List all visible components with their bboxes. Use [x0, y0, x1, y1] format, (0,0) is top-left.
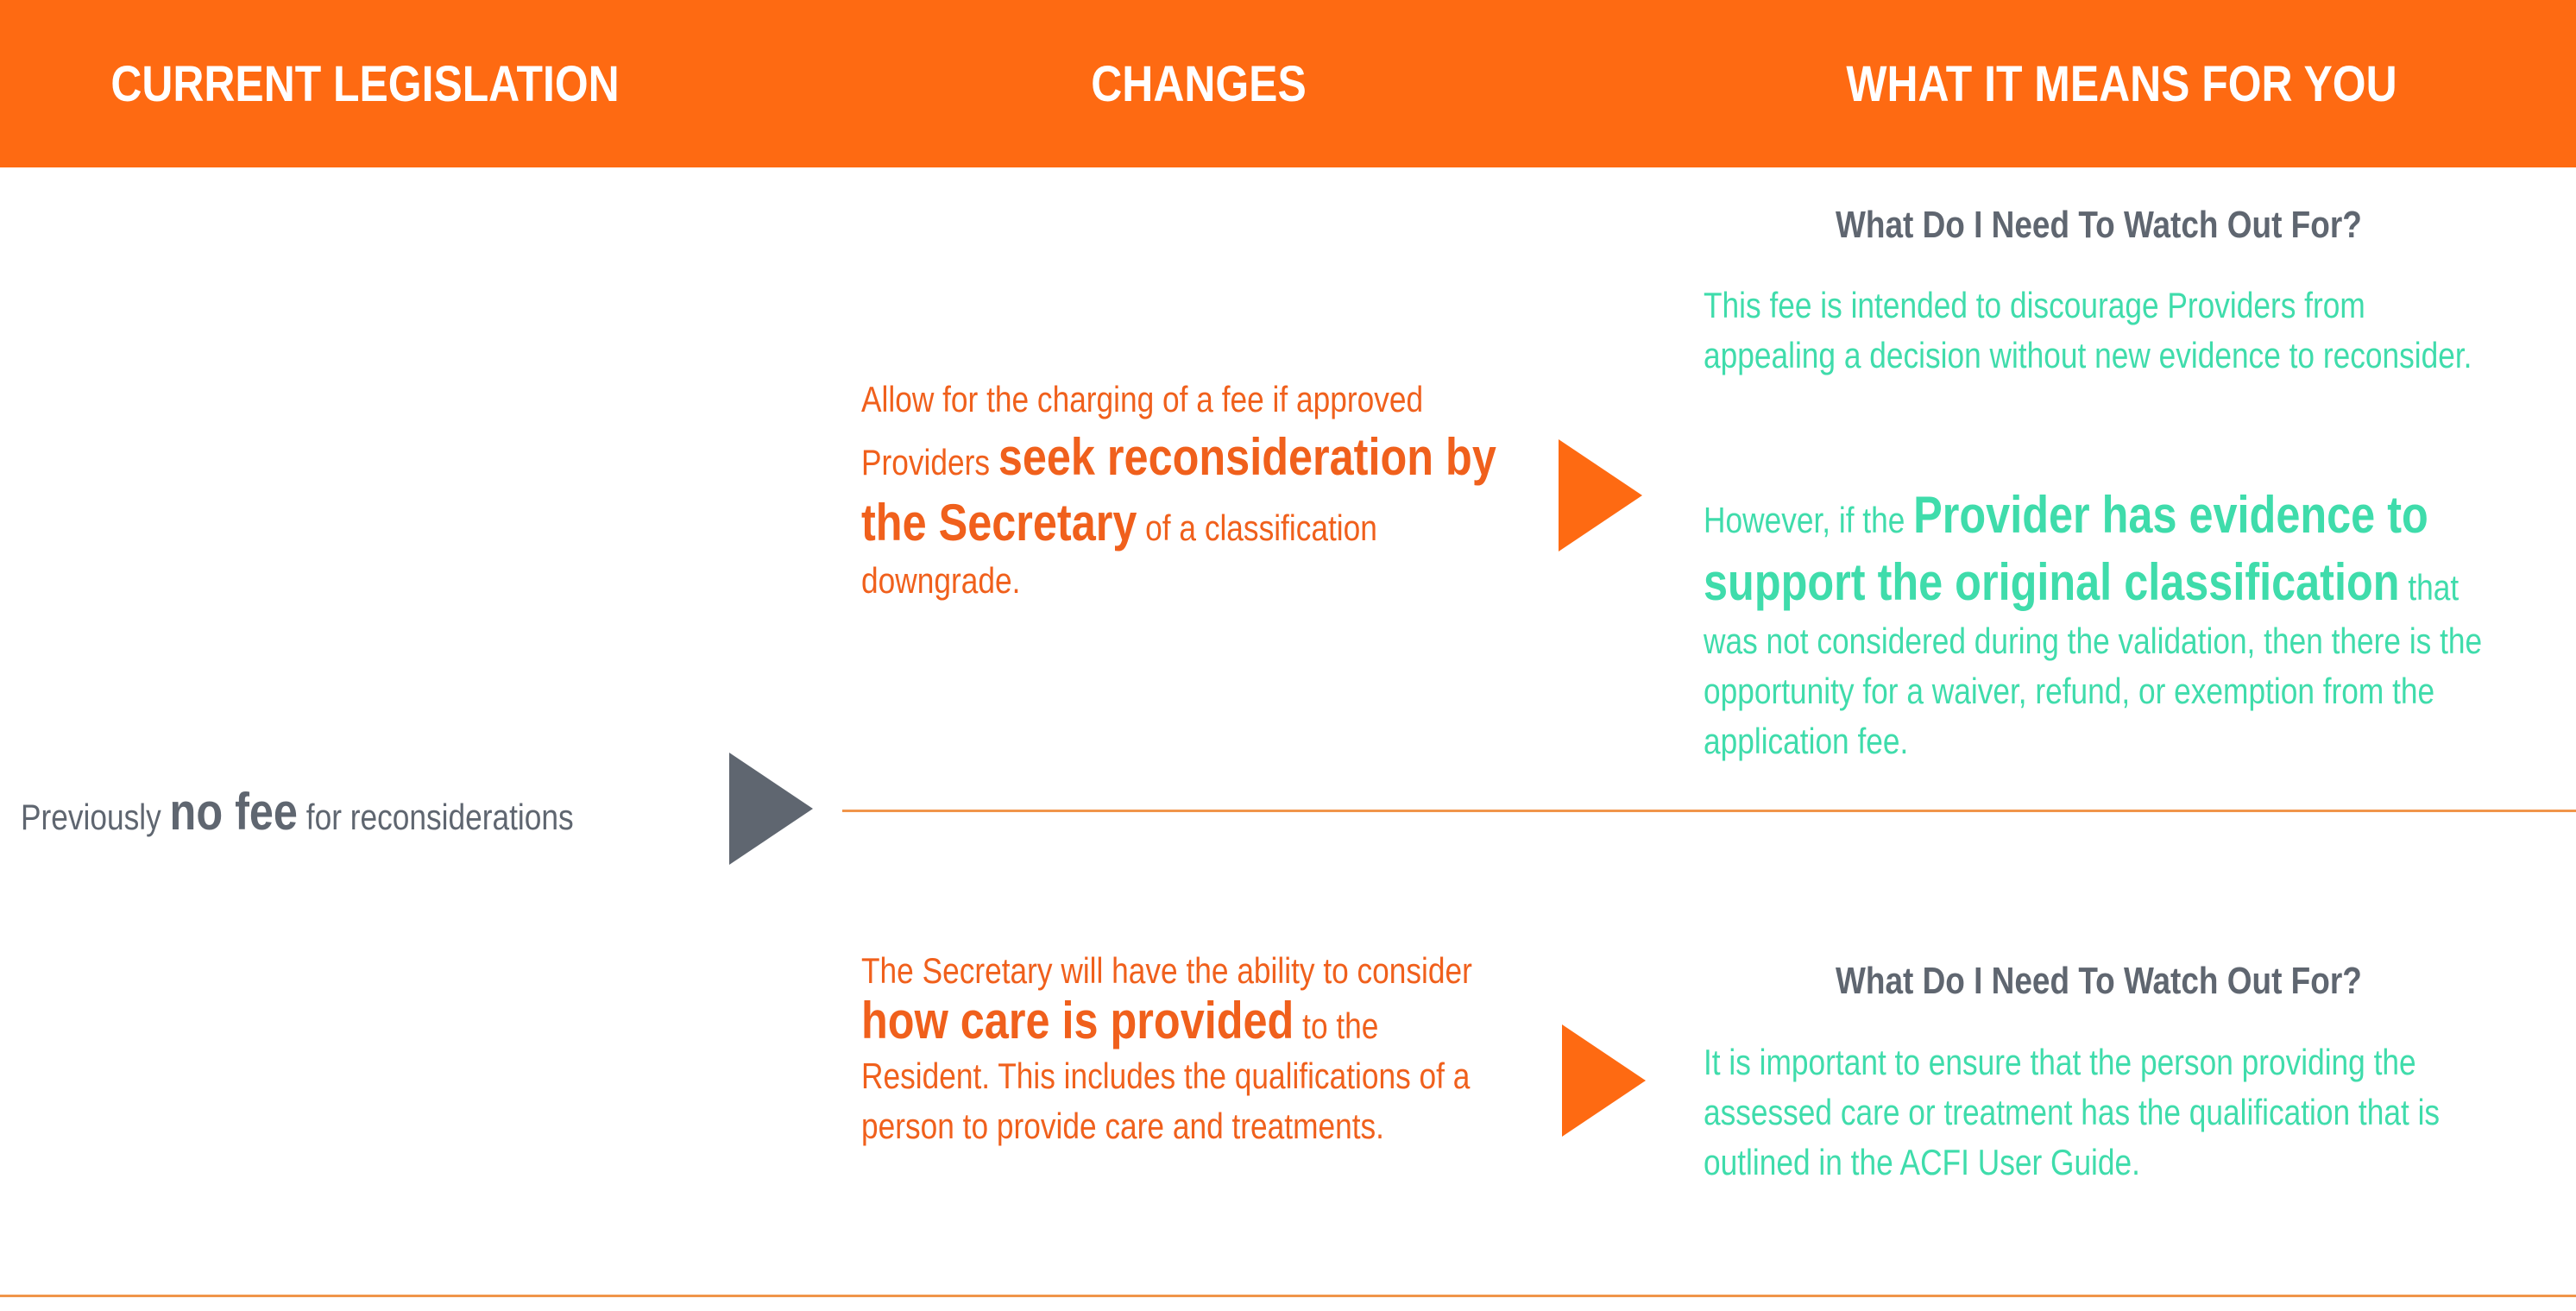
row-divider [842, 810, 2576, 812]
means-waiver-paragraph: However, if the Provider has evidence to… [1704, 482, 2486, 766]
change1-emphasis: seek reconsideration by the Secretary [861, 428, 1496, 552]
header-what-it-means: WHAT IT MEANS FOR YOU [1846, 55, 2397, 112]
legislation-pre: Previously [21, 797, 170, 837]
current-legislation-text: Previously no fee for reconsiderations [21, 786, 574, 842]
change-fee-text: Allow for the charging of a fee if appro… [861, 375, 1499, 606]
means-qualification-paragraph: It is important to ensure that the perso… [1704, 1042, 2441, 1182]
header-changes: CHANGES [1091, 55, 1307, 112]
table-header: CURRENT LEGISLATION CHANGES WHAT IT MEAN… [0, 0, 2576, 167]
grey-arrow-icon [729, 753, 813, 865]
legislation-post: for reconsiderations [297, 797, 574, 837]
orange-arrow-icon [1559, 439, 1642, 552]
change1-pre: Allow for the charging of a fee if appro… [861, 379, 1424, 482]
bottom-rule [0, 1295, 2576, 1297]
means1-pre: However, if the [1704, 500, 1914, 540]
means1-emphasis: Provider has evidence to support the ori… [1704, 486, 2428, 611]
means-fee-paragraph: This fee is intended to discourage Provi… [1704, 285, 2472, 375]
watch-out-heading: What Do I Need To Watch Out For? [1836, 204, 2362, 246]
change2-pre: The Secretary will have the ability to c… [861, 950, 1472, 991]
means1-post: that was not considered during the valid… [1704, 567, 2483, 761]
orange-arrow-icon [1562, 1024, 1646, 1137]
legislation-emphasis: no fee [169, 783, 298, 841]
change1-post: of a classification downgrade. [861, 507, 1377, 601]
change2-post: to the Resident. This includes the quali… [861, 1005, 1471, 1146]
header-current-legislation: CURRENT LEGISLATION [110, 55, 620, 112]
change-care-text: The Secretary will have the ability to c… [861, 946, 1499, 1151]
watch-out-heading: What Do I Need To Watch Out For? [1836, 960, 2362, 1002]
change2-emphasis: how care is provided [861, 992, 1294, 1049]
